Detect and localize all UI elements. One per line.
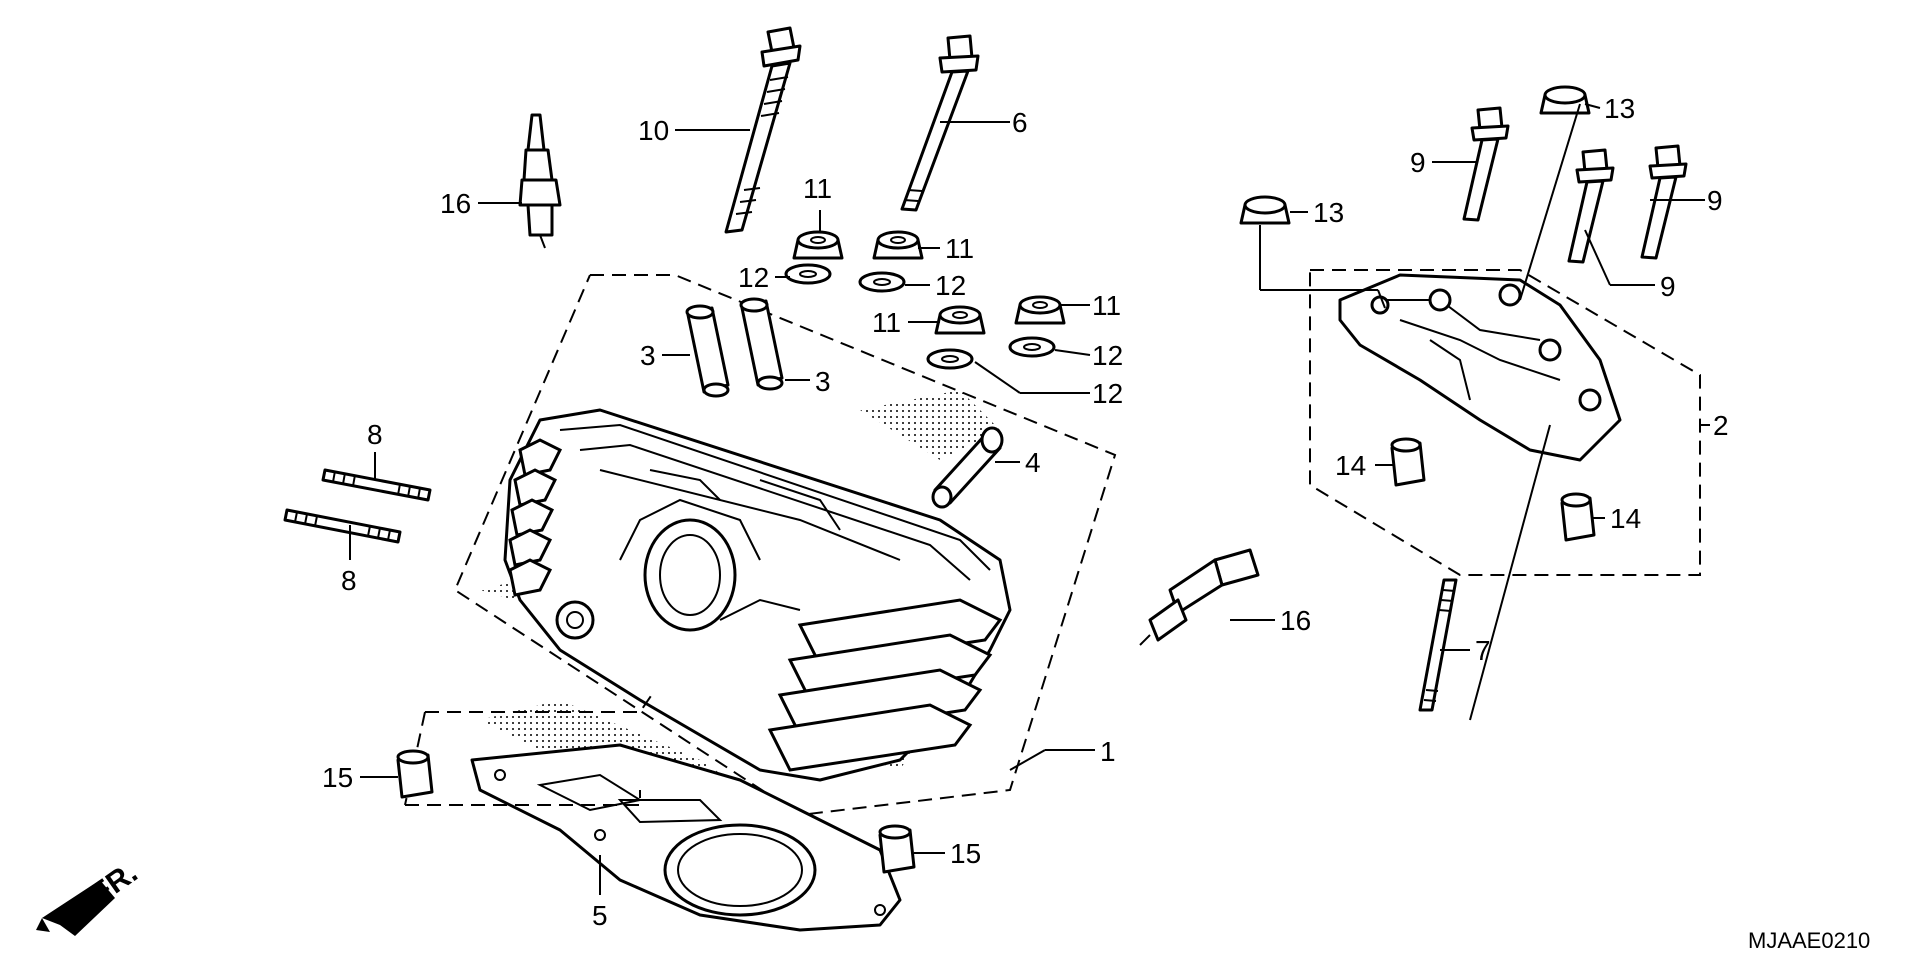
valve-guide-left — [685, 304, 730, 398]
cover-group-outline — [1309, 269, 1701, 576]
callout-12-c: 12 — [1092, 340, 1123, 371]
dowel-pin-14-right — [1560, 492, 1596, 542]
leader-lines — [349, 103, 1710, 895]
nut-11-d — [1014, 295, 1066, 325]
dowel-pin-15-right — [878, 824, 916, 874]
callout-1: 1 — [1100, 736, 1116, 767]
callout-7: 7 — [1475, 635, 1491, 666]
cylinder-head-gasket — [470, 743, 902, 932]
washer-12-c — [926, 348, 974, 370]
stud-bolt-8-bottom — [283, 508, 402, 544]
callout-12-b: 12 — [935, 270, 966, 301]
front-arrow-icon — [36, 880, 115, 936]
callout-15-left: 15 — [322, 762, 353, 793]
callout-8-top: 8 — [367, 419, 383, 450]
callout-14-right: 14 — [1610, 503, 1641, 534]
callout-9-b: 9 — [1707, 185, 1723, 216]
cylinder-head-group-outline — [453, 274, 1117, 817]
stud-bolt-7 — [1418, 578, 1458, 712]
valve-guide-single — [931, 426, 1004, 509]
bolt-6 — [900, 34, 980, 212]
callout-10: 10 — [638, 115, 669, 146]
callout-14-left: 14 — [1335, 450, 1366, 481]
callout-13-left: 13 — [1313, 197, 1344, 228]
callout-5: 5 — [592, 900, 608, 931]
nut-11-a — [792, 230, 844, 260]
nut-11-b — [872, 230, 924, 260]
washer-12-a — [784, 263, 832, 285]
callout-labels: 1 2 3 3 4 5 6 7 8 8 9 9 9 10 11 11 11 11… — [322, 93, 1729, 931]
spark-plug-middle — [1139, 548, 1260, 646]
front-indicator: FR. — [36, 856, 144, 936]
callout-4: 4 — [1025, 447, 1041, 478]
stud-bolt-8-top — [321, 468, 432, 502]
callout-15-right: 15 — [950, 838, 981, 869]
valve-guide-right — [739, 297, 784, 391]
stud-bolt-10 — [724, 26, 802, 234]
nut-11-c — [934, 305, 986, 335]
washer-12-b — [858, 271, 906, 293]
callout-11-c: 11 — [872, 307, 901, 338]
washer-12-d — [1008, 336, 1056, 358]
callout-8-bottom: 8 — [341, 565, 357, 596]
callout-12-d: 12 — [1092, 378, 1123, 409]
callout-11-d: 11 — [1092, 290, 1121, 321]
callout-13-top: 13 — [1604, 93, 1635, 124]
callout-3-right: 3 — [815, 366, 831, 397]
dowel-pin-15-left — [396, 749, 434, 799]
callout-16-middle: 16 — [1280, 605, 1311, 636]
callout-9-c: 9 — [1660, 271, 1676, 302]
callout-6: 6 — [1012, 107, 1028, 138]
cylinder-head-cover — [1338, 273, 1622, 462]
nut-13-top — [1539, 85, 1591, 115]
callout-16-top: 16 — [440, 188, 471, 219]
callout-11-a: 11 — [803, 173, 832, 204]
bolt-9-a — [1462, 106, 1510, 222]
callout-12-a: 12 — [738, 262, 769, 293]
callout-9-a: 9 — [1410, 147, 1426, 178]
dowel-pin-14-left — [1390, 437, 1426, 487]
callout-3-left: 3 — [640, 340, 656, 371]
nut-13-left — [1239, 195, 1291, 225]
bolt-9-b — [1567, 148, 1615, 264]
callout-2: 2 — [1713, 410, 1729, 441]
callout-11-b: 11 — [945, 233, 974, 264]
bolt-9-c — [1640, 144, 1688, 260]
diagram-code: MJAAE0210 — [1748, 928, 1870, 953]
cylinder-head — [503, 408, 1012, 782]
spark-plug-top — [518, 113, 562, 249]
